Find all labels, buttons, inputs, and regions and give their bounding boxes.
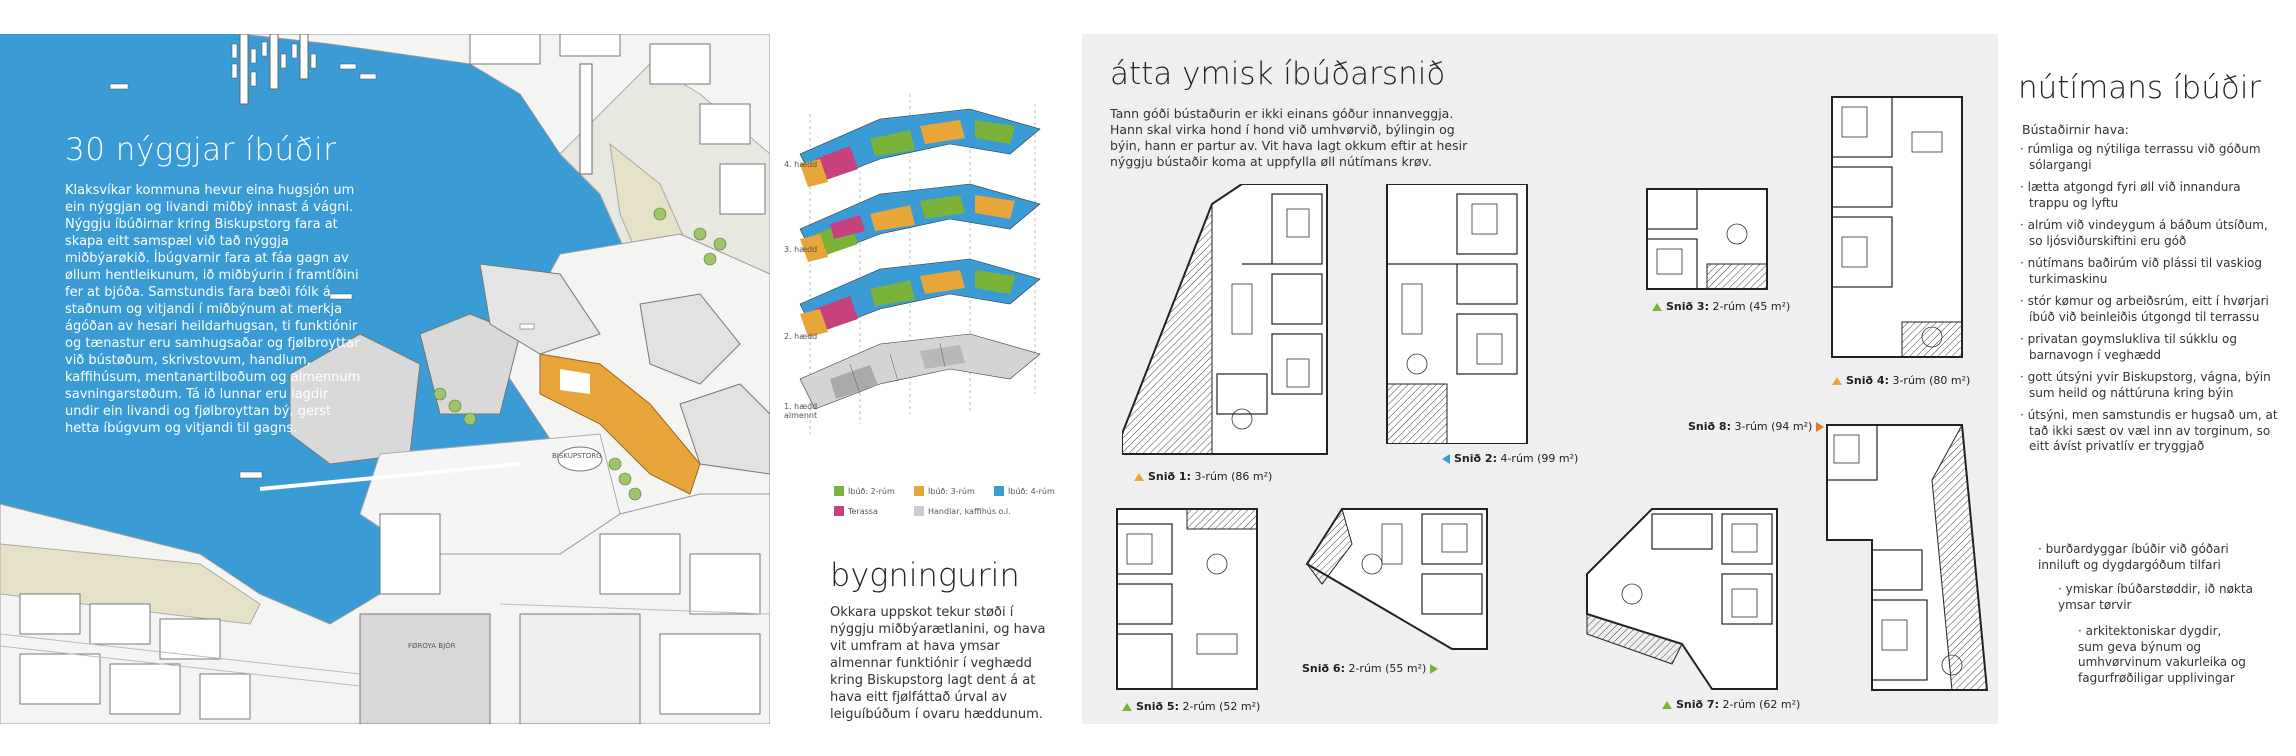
green-triangle-icon — [1662, 701, 1672, 709]
map-square-label: BISKUPSTORG — [552, 452, 602, 460]
snid-5-desc: 2-rúm (52 m²) — [1182, 700, 1261, 713]
legend-item-3room: Íbúð: 3-rúm — [914, 486, 975, 496]
snid-7-desc: 2-rúm (62 m²) — [1722, 698, 1801, 711]
list-item: útsýni, men samstundis er hugsað um, at … — [2020, 408, 2282, 455]
legend-label: Íbúð: 4-rúm — [1008, 486, 1055, 496]
building-stack-panel: 4. hædd 3. hædd 2. hædd 1. hædd almennt … — [770, 34, 1080, 724]
list-item: ymiskar íbúðarstøddir, ið nøkta ymsar tø… — [2058, 582, 2253, 612]
snid-4-name: Snið 4: — [1846, 374, 1889, 387]
snid-2-label: Snið 2: 4-rúm (99 m²) — [1438, 452, 1578, 465]
list-item: arkitektoniskar dygdir, sum geva býnum o… — [2078, 624, 2246, 685]
yellow-triangle-icon — [1134, 473, 1144, 481]
plans-body-text: Tann góði bústaðurin er ikki einans góðu… — [1110, 106, 1468, 169]
legend-swatch — [834, 486, 844, 496]
legend-label: Terassa — [848, 506, 878, 516]
snid-6-name: Snið 6: — [1302, 662, 1345, 675]
snid-4-label: Snið 4: 3-rúm (80 m²) — [1828, 374, 1970, 387]
building-body-text: Okkara uppskot tekur støði í nýggju miðb… — [830, 605, 1046, 722]
legend-item-4room: Íbúð: 4-rúm — [994, 486, 1055, 496]
list-item: lætta atgongd fyri øll við innandura tra… — [2020, 180, 2282, 211]
snid-7-name: Snið 7: — [1676, 698, 1719, 711]
floor-plan-4 — [1831, 96, 1963, 358]
legend-item-2room: Íbúð: 2-rúm — [834, 486, 895, 496]
legend-label: Íbúð: 2-rúm — [848, 486, 895, 496]
legend-label: Íbúð: 3-rúm — [928, 486, 975, 496]
snid-6-desc: 2-rúm (55 m²) — [1348, 662, 1427, 675]
map-building-label: FØROYA BJÓR — [408, 642, 456, 650]
list-item: stór kømur og arbeiðsrúm, eitt í hvørjar… — [2020, 294, 2282, 325]
level-label-1: 1. hædd almennt — [784, 402, 818, 420]
floor-plan-5 — [1116, 508, 1258, 690]
modern-apartments-panel: nútímans íbúðir Bústaðirnir hava: rúmlig… — [1998, 34, 2296, 724]
blue-triangle-icon — [1442, 454, 1450, 464]
floor-plan-6 — [1305, 507, 1488, 650]
map-body-text: Klaksvíkar kommuna hevur eina hugsjón um… — [65, 183, 361, 436]
site-map-illustration — [0, 34, 770, 724]
level-label-3: 3. hædd — [784, 245, 818, 254]
list-item: burðardyggar íbúðir við góðari inniluft … — [2038, 542, 2229, 572]
snid-6-label: Snið 6: 2-rúm (55 m²) — [1302, 662, 1442, 675]
snid-5-name: Snið 5: — [1136, 700, 1179, 713]
snid-7-label: Snið 7: 2-rúm (62 m²) — [1658, 698, 1800, 711]
building-title: bygningurin — [830, 556, 1020, 594]
legend-swatch — [834, 506, 844, 516]
green-triangle-icon — [1430, 664, 1439, 674]
modern-intro: Bústaðirnir hava: — [2022, 122, 2129, 137]
site-map-panel: 30 nýggjar íbúðir Klaksvíkar kommuna hev… — [0, 34, 770, 724]
snid-2-name: Snið 2: — [1454, 452, 1497, 465]
orange-triangle-icon — [1816, 422, 1825, 432]
list-item: alrúm við vindeygum á báðum útsíðum, so … — [2020, 218, 2282, 249]
snid-1-desc: 3-rúm (86 m²) — [1194, 470, 1273, 483]
floor-stack-diagram — [799, 94, 1041, 434]
list-item-cascade-3: · arkitektoniskar dygdir, sum geva býnum… — [2078, 624, 2246, 685]
yellow-triangle-icon — [1832, 377, 1842, 385]
legend-swatch — [914, 506, 924, 516]
features-list: rúmliga og nýtiliga terrassu við góðum s… — [2020, 142, 2282, 462]
snid-3-name: Snið 3: — [1666, 300, 1709, 313]
floor-plan-8 — [1826, 423, 1989, 691]
snid-2-desc: 4-rúm (99 m²) — [1500, 452, 1579, 465]
floor-plan-2 — [1386, 184, 1528, 444]
list-item: rúmliga og nýtiliga terrassu við góðum s… — [2020, 142, 2282, 173]
snid-3-label: Snið 3: 2-rúm (45 m²) — [1648, 300, 1790, 313]
snid-5-label: Snið 5: 2-rúm (52 m²) — [1118, 700, 1260, 713]
legend-item-terrace: Terassa — [834, 506, 878, 516]
snid-8-label: Snið 8: 3-rúm (94 m²) — [1688, 420, 1828, 433]
snid-3-desc: 2-rúm (45 m²) — [1712, 300, 1791, 313]
level-label-2: 2. hædd — [784, 332, 818, 341]
legend-item-shops: Handlar, kaffihús o.l. — [914, 506, 1011, 516]
green-triangle-icon — [1652, 303, 1662, 311]
legend-swatch — [994, 486, 1004, 496]
list-item: nútímans baðirúm við plássi til vaskiog … — [2020, 256, 2282, 287]
snid-1-name: Snið 1: — [1148, 470, 1191, 483]
snid-8-name: Snið 8: — [1688, 420, 1731, 433]
modern-title: nútímans íbúðir — [2018, 70, 2262, 106]
floor-plan-7 — [1586, 508, 1778, 690]
green-triangle-icon — [1122, 703, 1132, 711]
floor-plans-panel: átta ymisk íbúðarsnið Tann góði bústaður… — [1082, 34, 1998, 724]
floor-plan-1 — [1122, 184, 1328, 455]
plans-title: átta ymisk íbúðarsnið — [1110, 56, 1446, 92]
legend-swatch — [914, 486, 924, 496]
list-item: gott útsýni yvir Biskupstorg, vágna, býi… — [2020, 370, 2282, 401]
list-item: privatan goymslukliva til súkklu og barn… — [2020, 332, 2282, 363]
legend-label: Handlar, kaffihús o.l. — [928, 506, 1011, 516]
snid-1-label: Snið 1: 3-rúm (86 m²) — [1130, 470, 1272, 483]
list-item-cascade-1: · burðardyggar íbúðir við góðari inniluf… — [2038, 542, 2229, 572]
snid-8-desc: 3-rúm (94 m²) — [1734, 420, 1813, 433]
list-item-cascade-2: · ymiskar íbúðarstøddir, ið nøkta ymsar … — [2058, 582, 2253, 612]
snid-4-desc: 3-rúm (80 m²) — [1892, 374, 1971, 387]
level-label-4: 4. hædd — [784, 160, 818, 169]
map-title: 30 nýggjar íbúðir — [65, 132, 337, 168]
floor-plan-3 — [1646, 188, 1768, 290]
